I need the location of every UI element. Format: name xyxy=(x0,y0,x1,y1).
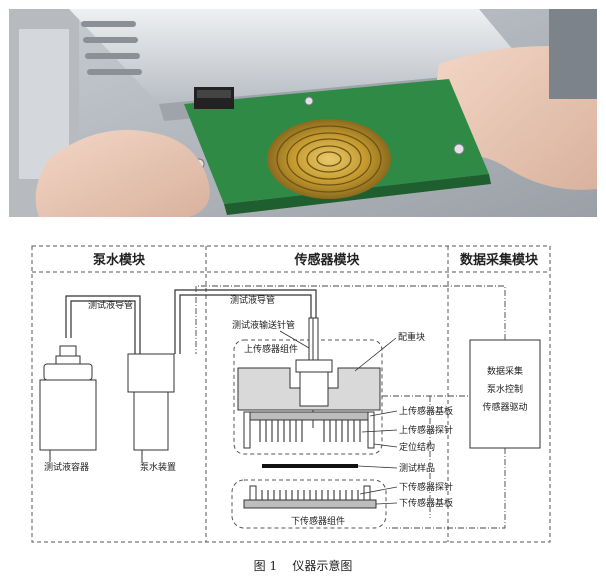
guide-tube-left-label: 测试液导管 xyxy=(88,299,133,311)
sample-label: 测试样品 xyxy=(399,462,435,474)
lower-board xyxy=(243,499,377,509)
central-fitting xyxy=(295,359,333,407)
daq-line-3: 传感器驱动 xyxy=(482,401,527,413)
pump-device xyxy=(127,353,175,451)
liquid-container-label: 测试液容器 xyxy=(44,461,89,473)
figure-caption: 图 1 仪器示意图 xyxy=(254,558,353,573)
signal-lines xyxy=(195,285,506,529)
upper-probe-label: 上传感器探针 xyxy=(399,424,453,436)
daq-line-1: 数据采集 xyxy=(487,365,523,377)
guide-tube-right xyxy=(174,289,317,354)
guide-tube-right-label: 测试液导管 xyxy=(230,294,275,306)
upper-assembly-label: 上传感器组件 xyxy=(244,343,298,355)
instrument-photo-illustration xyxy=(9,9,597,217)
sensor-module-title: 传感器模块 xyxy=(293,252,360,268)
instrument-photo xyxy=(9,9,597,217)
upper-assembly-boundary xyxy=(233,339,383,455)
lower-assembly-label: 下传感器组件 xyxy=(291,515,345,527)
daq-module-title: 数据采集模块 xyxy=(460,252,539,268)
lower-board-label: 下传感器基板 xyxy=(399,497,453,509)
guide-tube-left xyxy=(65,295,141,360)
daq-line-2: 泵水控制 xyxy=(487,383,523,395)
lower-probes xyxy=(261,490,359,500)
test-sample xyxy=(262,464,358,468)
weight-block-label: 配重块 xyxy=(398,331,425,343)
schematic-svg: 泵水模块 传感器模块 数据采集模块 测试液导管 测试液导管 测试液容器 xyxy=(31,245,551,573)
upper-probes xyxy=(259,420,361,442)
pump-module-title: 泵水模块 xyxy=(93,252,146,268)
lower-assembly-boundary xyxy=(231,479,387,529)
liquid-container xyxy=(39,345,97,451)
upper-board-label: 上传感器基板 xyxy=(399,405,453,417)
positioning-label: 定位结构 xyxy=(399,441,435,453)
pump-device-label: 泵水装置 xyxy=(140,461,176,473)
positioning-pins xyxy=(243,411,375,449)
lower-probe-label: 下传感器探针 xyxy=(399,481,453,493)
schematic-diagram: 泵水模块 传感器模块 数据采集模块 测试液导管 测试液导管 测试液容器 xyxy=(0,228,606,584)
overall-boundary xyxy=(31,245,551,543)
needle-tube-label: 测试液输送针管 xyxy=(232,319,295,331)
upper-board xyxy=(249,411,369,421)
